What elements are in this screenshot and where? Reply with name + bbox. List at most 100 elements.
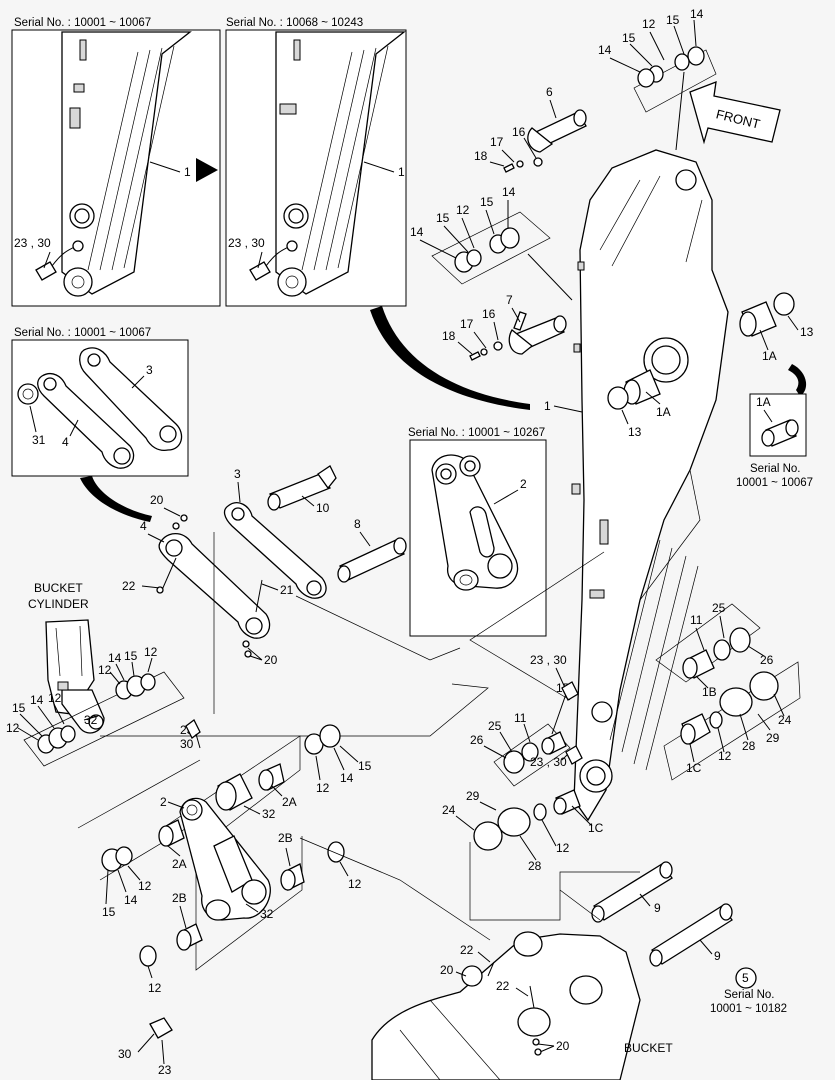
svg-text:2A: 2A — [282, 795, 297, 809]
serial-label-top-middle: Serial No. : 10068 ~ 10243 — [226, 17, 363, 29]
serial-label-link: Serial No. : 10001 ~ 10067 — [14, 327, 151, 339]
pin-8 — [337, 537, 407, 583]
boom-end-washers-left — [473, 723, 581, 851]
svg-text:12: 12 — [148, 981, 162, 995]
svg-text:30: 30 — [118, 1047, 132, 1061]
svg-text:2B: 2B — [278, 831, 293, 845]
bucket-cylinder-label-2: CYLINDER — [28, 597, 89, 611]
svg-text:1A: 1A — [656, 405, 671, 419]
serial-box-top-left: Serial No. : 10001 ~ 10067 — [11, 17, 221, 307]
svg-text:21: 21 — [280, 583, 294, 597]
svg-text:24: 24 — [442, 803, 456, 817]
svg-text:12: 12 — [6, 721, 20, 735]
svg-text:1A: 1A — [762, 349, 777, 363]
svg-text:6: 6 — [546, 85, 553, 99]
bushing-note-line2: 10001 ~ 10067 — [736, 477, 813, 489]
svg-text:23 , 30: 23 , 30 — [530, 755, 567, 769]
svg-text:32: 32 — [260, 907, 274, 921]
svg-text:15: 15 — [12, 701, 26, 715]
svg-text:29: 29 — [466, 789, 480, 803]
svg-text:9: 9 — [654, 901, 661, 915]
svg-text:3: 3 — [234, 467, 241, 481]
svg-text:17: 17 — [490, 135, 504, 149]
bucket-note-line2: 10001 ~ 10182 — [710, 1003, 787, 1015]
svg-text:7: 7 — [506, 293, 513, 307]
svg-text:15: 15 — [124, 649, 138, 663]
svg-text:1: 1 — [544, 399, 551, 413]
boom-foot-bushings — [607, 292, 795, 410]
svg-text:8: 8 — [354, 517, 361, 531]
svg-text:26: 26 — [760, 653, 774, 667]
svg-text:13: 13 — [800, 325, 814, 339]
svg-text:14: 14 — [108, 651, 122, 665]
serial-box-top-middle: Serial No. : 10068 ~ 10243 — [225, 17, 407, 307]
svg-text:4: 4 — [62, 435, 69, 449]
svg-text:23: 23 — [158, 1063, 172, 1077]
svg-text:15: 15 — [666, 13, 680, 27]
svg-text:9: 9 — [714, 949, 721, 963]
svg-text:14: 14 — [598, 43, 612, 57]
svg-text:11: 11 — [514, 711, 527, 725]
svg-text:1C: 1C — [686, 761, 702, 775]
svg-text:15: 15 — [102, 905, 116, 919]
serial-box-link: Serial No. : 10001 ~ 10067 — [11, 327, 189, 477]
bucket-label: BUCKET — [624, 1041, 673, 1055]
svg-text:1: 1 — [398, 165, 405, 179]
svg-text:23 , 30: 23 , 30 — [14, 236, 51, 250]
svg-text:32: 32 — [262, 807, 276, 821]
svg-text:20: 20 — [440, 963, 454, 977]
svg-text:25: 25 — [488, 719, 502, 733]
svg-text:15: 15 — [622, 31, 636, 45]
bucket-pins — [591, 861, 733, 967]
svg-text:14: 14 — [124, 893, 138, 907]
svg-text:2A: 2A — [172, 857, 187, 871]
boom-foot-washers-left — [431, 211, 551, 285]
bushing-note-box: 1A Serial No. 10001 ~ 10067 — [736, 393, 813, 489]
bushing-note-part: 1A — [756, 395, 771, 409]
link-3 — [223, 502, 327, 599]
svg-text:14: 14 — [690, 7, 704, 21]
svg-text:15: 15 — [436, 211, 450, 225]
svg-text:15: 15 — [480, 195, 494, 209]
bucket-cylinder-label-1: BUCKET — [34, 581, 83, 595]
boom-arm — [571, 149, 729, 822]
svg-text:22: 22 — [122, 579, 136, 593]
svg-text:4: 4 — [140, 519, 147, 533]
front-arrow: FRONT — [689, 80, 781, 145]
bushing-note-line1: Serial No. — [750, 463, 801, 475]
svg-text:25: 25 — [712, 601, 726, 615]
serial-box-bracket: Serial No. : 10001 ~ 10267 — [408, 427, 547, 637]
svg-text:23 , 30: 23 , 30 — [530, 653, 567, 667]
svg-text:1B: 1B — [702, 685, 717, 699]
svg-text:12: 12 — [316, 781, 330, 795]
svg-text:14: 14 — [340, 771, 354, 785]
boom-top-pin-group — [633, 46, 717, 151]
svg-text:24: 24 — [778, 713, 792, 727]
cylinder-washers — [23, 671, 185, 767]
svg-text:18: 18 — [442, 329, 456, 343]
bucket-note-line1: Serial No. — [724, 989, 775, 1001]
svg-text:28: 28 — [528, 859, 542, 873]
svg-text:12: 12 — [48, 691, 62, 705]
svg-text:16: 16 — [512, 125, 526, 139]
svg-text:12: 12 — [348, 877, 362, 891]
bucket-note-circle: 5 — [742, 971, 749, 985]
svg-text:13: 13 — [628, 425, 642, 439]
svg-text:26: 26 — [470, 733, 484, 747]
svg-text:18: 18 — [474, 149, 488, 163]
svg-text:22: 22 — [460, 943, 474, 957]
link-2-assembly — [77, 724, 345, 971]
svg-text:28: 28 — [742, 739, 756, 753]
serial-label-top-left: Serial No. : 10001 ~ 10067 — [14, 17, 151, 29]
serial-label-bracket: Serial No. : 10001 ~ 10267 — [408, 427, 545, 439]
svg-text:23 , 30: 23 , 30 — [228, 236, 265, 250]
svg-text:1: 1 — [184, 165, 191, 179]
pin-6 — [527, 109, 587, 153]
svg-text:29: 29 — [766, 731, 780, 745]
svg-text:12: 12 — [556, 841, 570, 855]
pin-10 — [267, 465, 337, 511]
svg-text:11: 11 — [690, 613, 703, 627]
svg-text:14: 14 — [30, 693, 44, 707]
svg-text:3: 3 — [146, 363, 153, 377]
